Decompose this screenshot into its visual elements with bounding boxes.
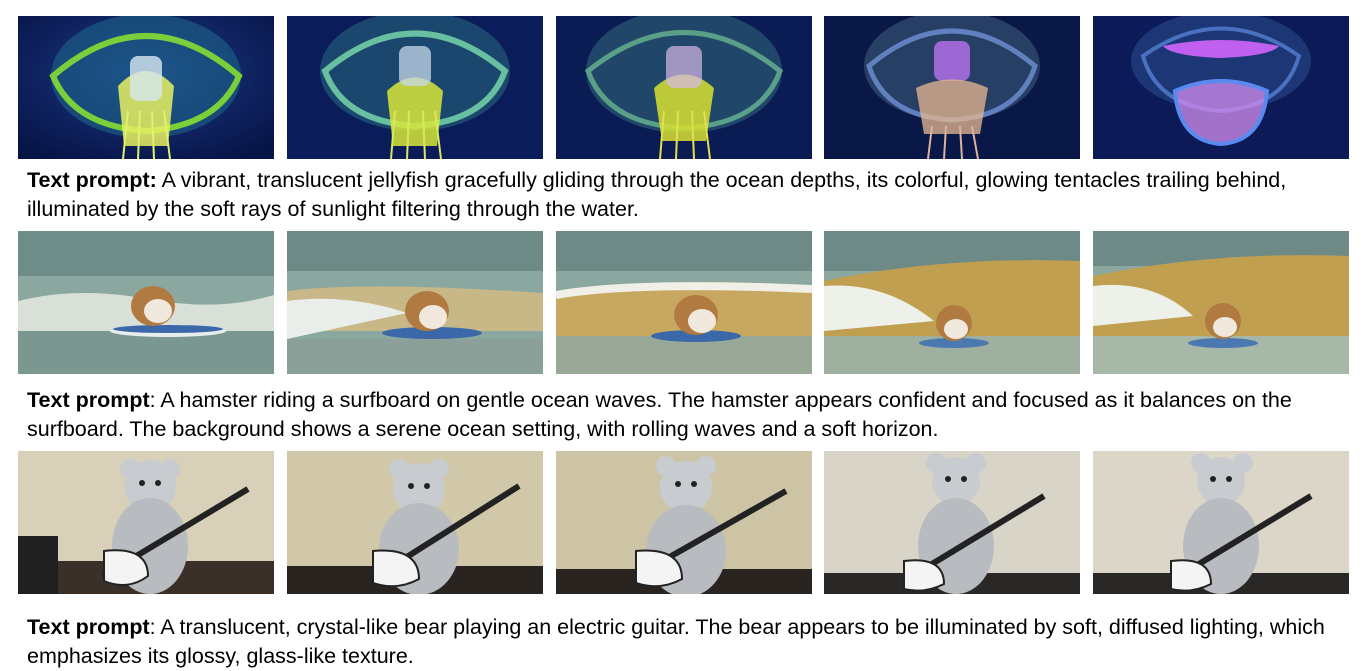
- caption-text: : A translucent, crystal-like bear playi…: [27, 615, 1325, 668]
- caption-text: A vibrant, translucent jellyfish gracefu…: [27, 168, 1287, 221]
- hamster-caption: Text prompt: A hamster riding a surfboar…: [27, 386, 1347, 444]
- hamster-frame-3: [556, 231, 812, 374]
- hamster-image: [18, 231, 274, 374]
- bear-frames: [18, 451, 1350, 594]
- bear-frame-3: [556, 451, 812, 594]
- bear-image: [18, 451, 274, 594]
- bear-frame-5: [1093, 451, 1349, 594]
- caption-label: Text prompt: [27, 388, 150, 412]
- jellyfish-caption: Text prompt: A vibrant, translucent jell…: [27, 166, 1347, 224]
- hamster-frame-5: [1093, 231, 1349, 374]
- jellyfish-frames: [18, 16, 1350, 159]
- bear-frame-1: [18, 451, 274, 594]
- bear-caption: Text prompt: A translucent, crystal-like…: [27, 613, 1347, 671]
- hamster-image: [556, 231, 812, 374]
- jellyfish-frame-4: [824, 16, 1080, 159]
- jellyfish-image: [824, 16, 1080, 159]
- bear-row: Text prompt: A translucent, crystal-like…: [0, 451, 1368, 670]
- caption-label: Text prompt: [27, 615, 150, 639]
- bear-image: [556, 451, 812, 594]
- hamster-frames: [18, 231, 1350, 374]
- bear-image: [1093, 451, 1349, 594]
- jellyfish-frame-5: [1093, 16, 1349, 159]
- jellyfish-image: [556, 16, 812, 159]
- jellyfish-frame-1: [18, 16, 274, 159]
- hamster-frame-2: [287, 231, 543, 374]
- bear-image: [287, 451, 543, 594]
- jellyfish-image: [18, 16, 274, 159]
- hamster-frame-4: [824, 231, 1080, 374]
- bear-frame-4: [824, 451, 1080, 594]
- hamster-image: [824, 231, 1080, 374]
- jellyfish-image: [287, 16, 543, 159]
- bear-frame-2: [287, 451, 543, 594]
- hamster-image: [1093, 231, 1349, 374]
- hamster-row: Text prompt: A hamster riding a surfboar…: [0, 231, 1368, 446]
- hamster-image: [287, 231, 543, 374]
- bear-image: [824, 451, 1080, 594]
- hamster-frame-1: [18, 231, 274, 374]
- caption-label: Text prompt:: [27, 168, 157, 192]
- jellyfish-row: Text prompt: A vibrant, translucent jell…: [0, 16, 1368, 226]
- caption-text: : A hamster riding a surfboard on gentle…: [27, 388, 1292, 441]
- jellyfish-frame-2: [287, 16, 543, 159]
- jellyfish-image: [1093, 16, 1349, 159]
- jellyfish-frame-3: [556, 16, 812, 159]
